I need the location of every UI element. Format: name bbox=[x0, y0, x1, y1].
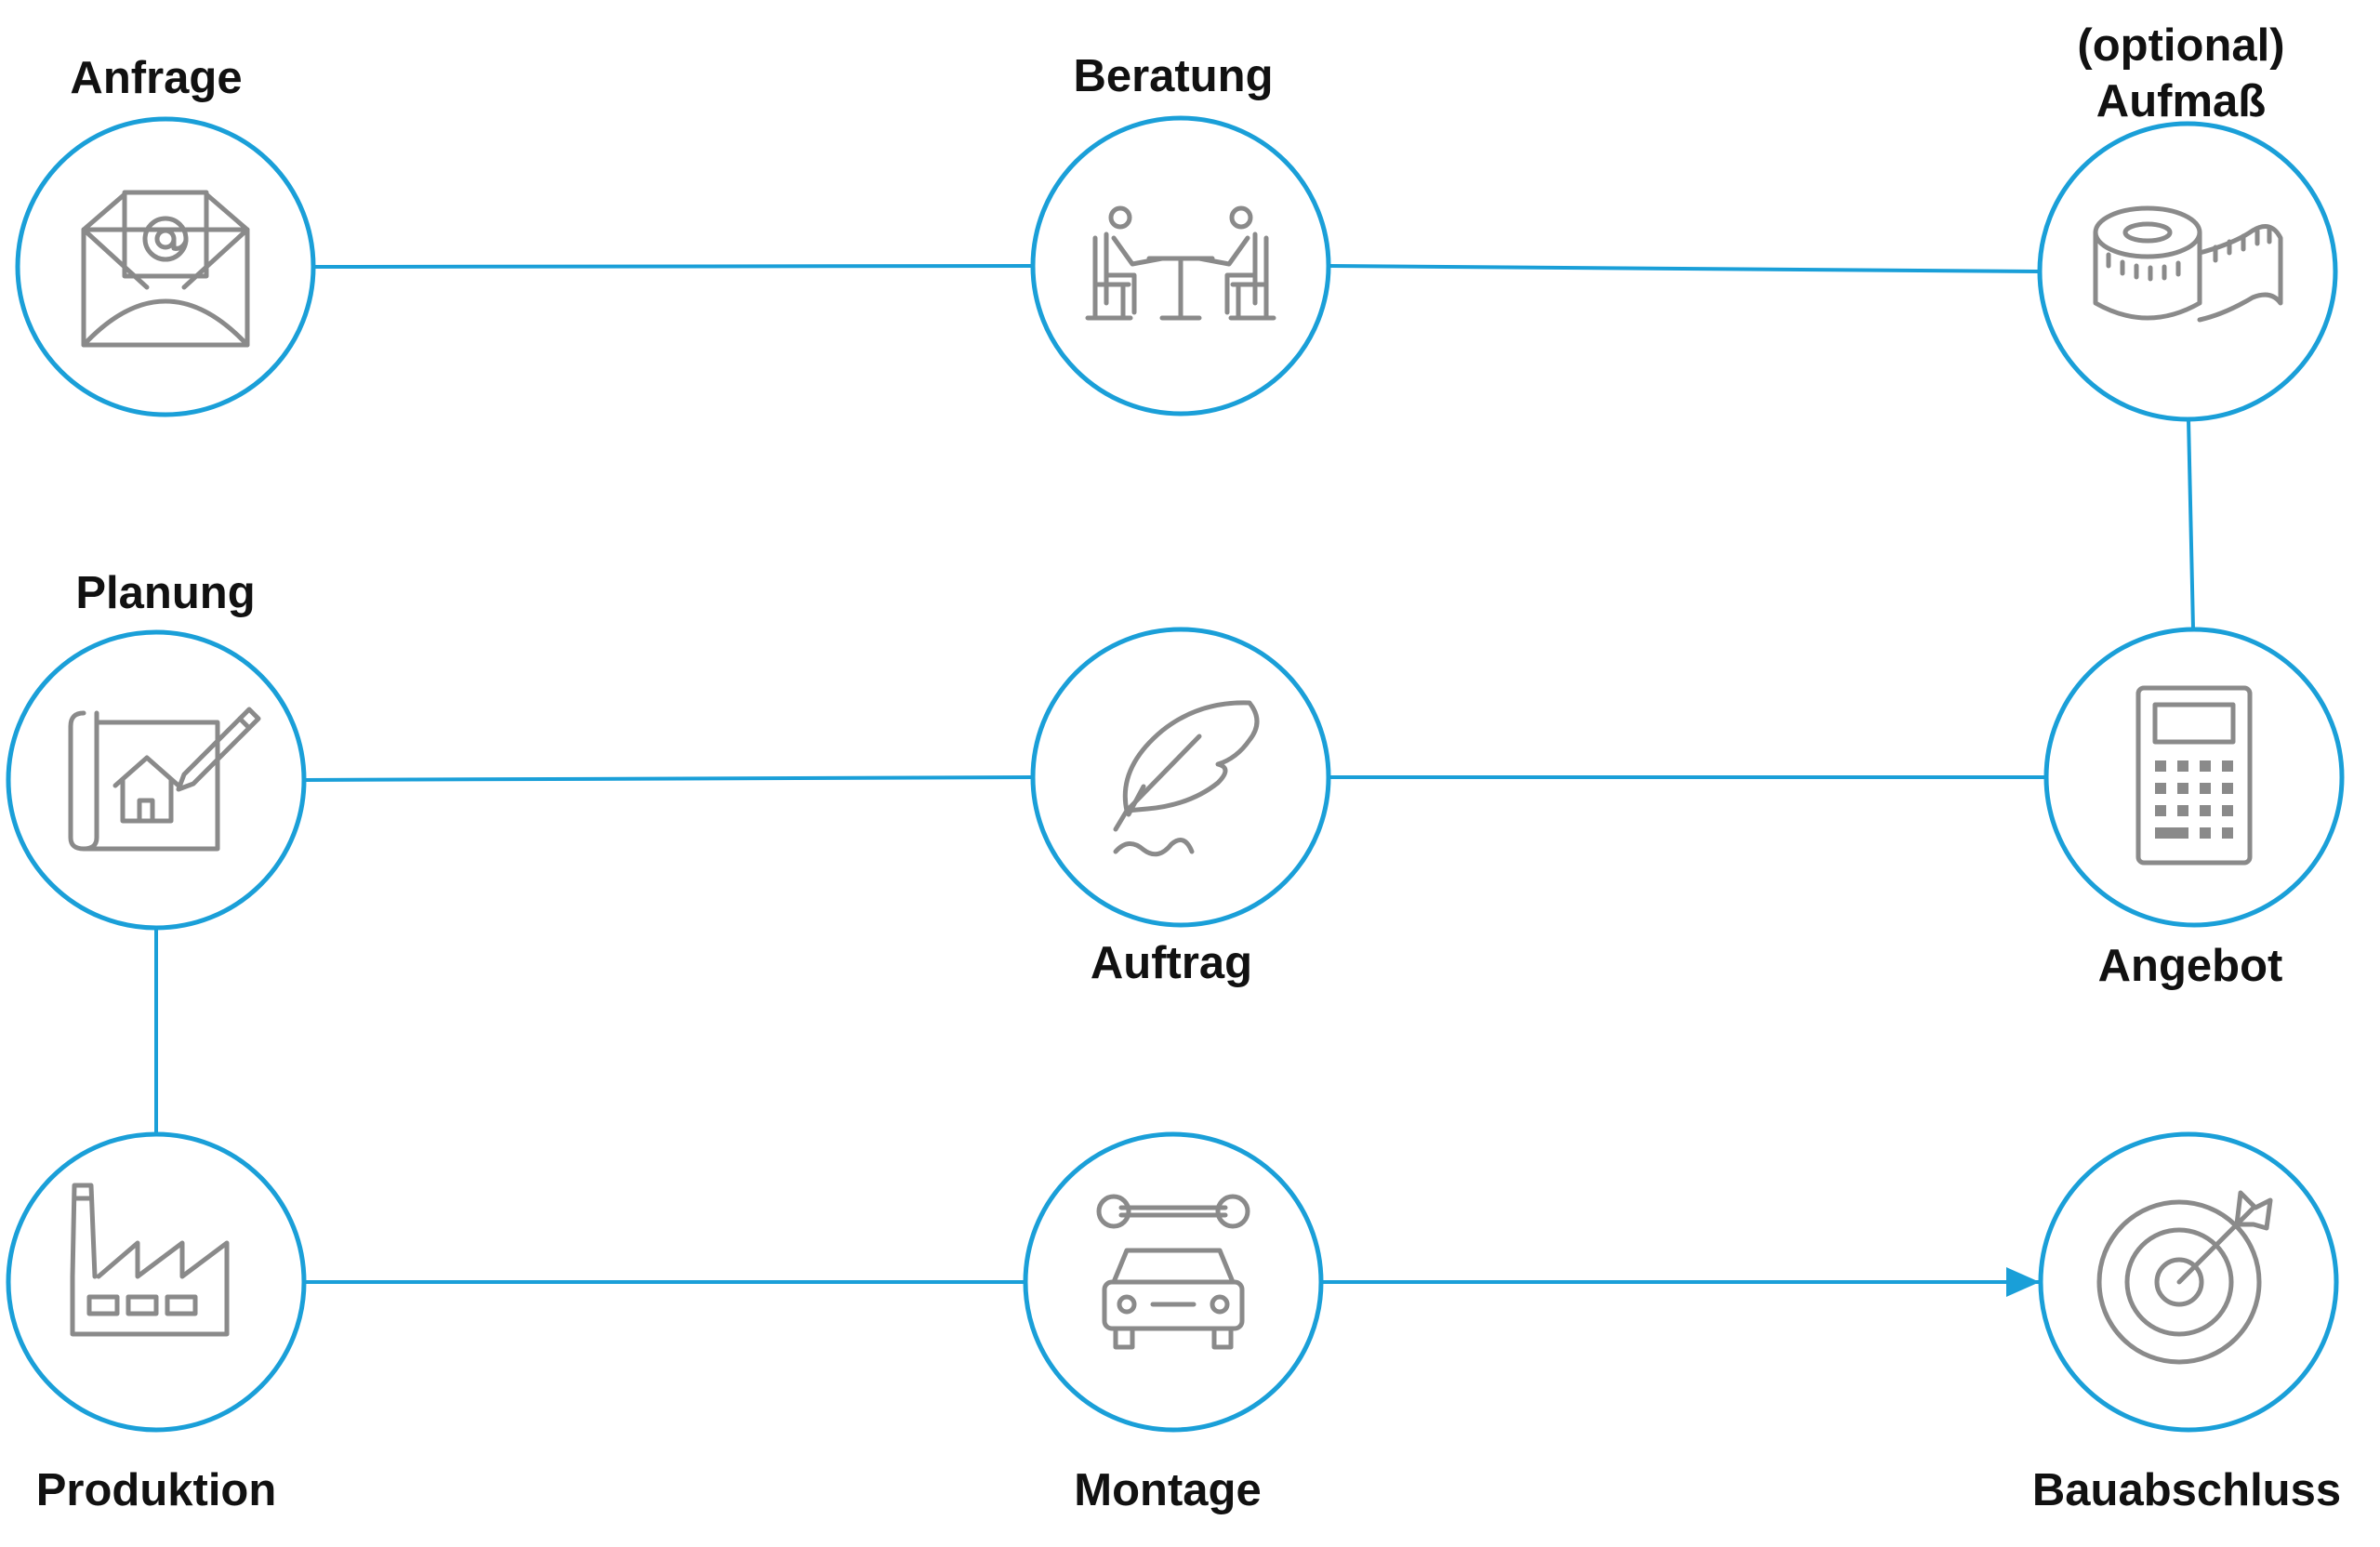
label-produktion: Produktion bbox=[35, 1465, 277, 1515]
envelope-at-icon bbox=[81, 190, 250, 348]
step-circle-auftrag bbox=[1030, 627, 1331, 928]
label-angebot: Angebot bbox=[2097, 941, 2283, 991]
label-beratung: Beratung bbox=[1073, 51, 1274, 101]
label-montage: Montage bbox=[1074, 1465, 1262, 1515]
car-wrench-icon bbox=[1096, 1194, 1250, 1350]
connector-aufmass-angebot bbox=[2187, 418, 2195, 629]
label-auftrag: Auftrag bbox=[1090, 938, 1253, 988]
connector-anfrage-beratung bbox=[313, 264, 1033, 269]
label-aufmass: Aufmaß bbox=[2096, 76, 2267, 126]
meeting-table-icon bbox=[1085, 205, 1276, 321]
step-circle-aufmass bbox=[2037, 121, 2338, 422]
label-planung: Planung bbox=[75, 568, 256, 618]
factory-icon bbox=[70, 1183, 230, 1337]
target-arrow-icon bbox=[2096, 1190, 2273, 1365]
step-circle-produktion bbox=[6, 1131, 307, 1433]
quill-signature-icon bbox=[1113, 700, 1260, 857]
label-anfrage: Anfrage bbox=[70, 53, 243, 103]
step-circle-anfrage bbox=[15, 116, 316, 417]
house-blueprint-icon bbox=[68, 707, 261, 852]
step-circle-angebot bbox=[2043, 627, 2345, 928]
measuring-tape-icon bbox=[2093, 205, 2283, 323]
step-circle-planung bbox=[6, 629, 307, 931]
calculator-icon bbox=[2135, 685, 2253, 866]
label-bauabschluss: Bauabschluss bbox=[2031, 1465, 2342, 1515]
step-circle-bauabschluss bbox=[2038, 1131, 2339, 1433]
connector-beratung-aufmass bbox=[1329, 264, 2040, 273]
label-aufmass-optional: (optional) bbox=[2077, 20, 2285, 71]
connector-auftrag-planung bbox=[304, 775, 1033, 782]
